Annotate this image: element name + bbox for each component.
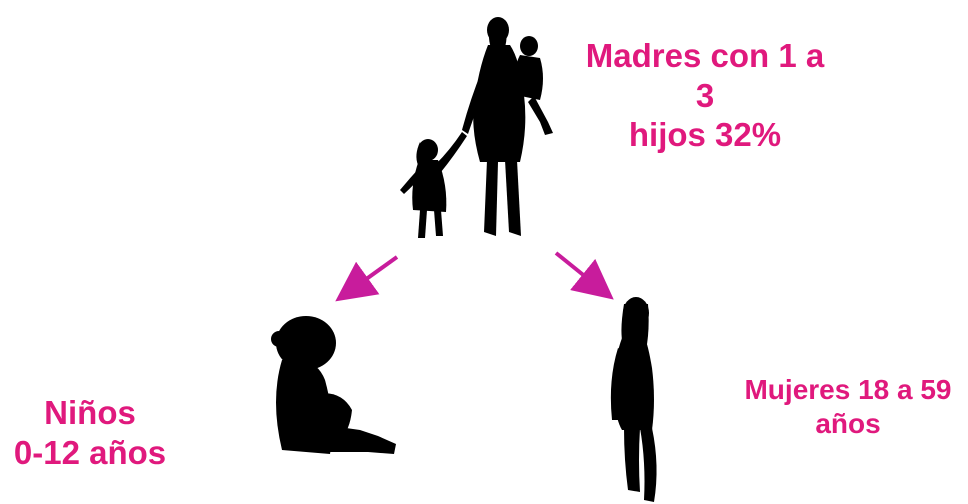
mother-with-children-silhouette-icon xyxy=(400,17,553,238)
arrow-down-right-icon xyxy=(554,251,614,300)
label-mujeres: Mujeres 18 a 59 años xyxy=(728,373,968,440)
label-mujeres-line2: años xyxy=(815,407,881,439)
label-madres-line1: Madres con 1 a 3 xyxy=(585,37,825,114)
sitting-child-silhouette-icon xyxy=(271,316,396,454)
standing-woman-silhouette-icon xyxy=(610,297,657,502)
label-madres: Madres con 1 a 3 hijos 32% xyxy=(575,36,835,155)
label-mujeres-line1: Mujeres 18 a 59 xyxy=(744,374,952,405)
label-ninos: Niños 0-12 años xyxy=(0,393,180,472)
label-ninos-line1: Niños xyxy=(44,394,136,431)
label-madres-line2: hijos 32% xyxy=(628,116,782,154)
arrow-down-left-icon xyxy=(335,255,399,302)
label-ninos-line2: 0-12 años xyxy=(13,433,167,471)
